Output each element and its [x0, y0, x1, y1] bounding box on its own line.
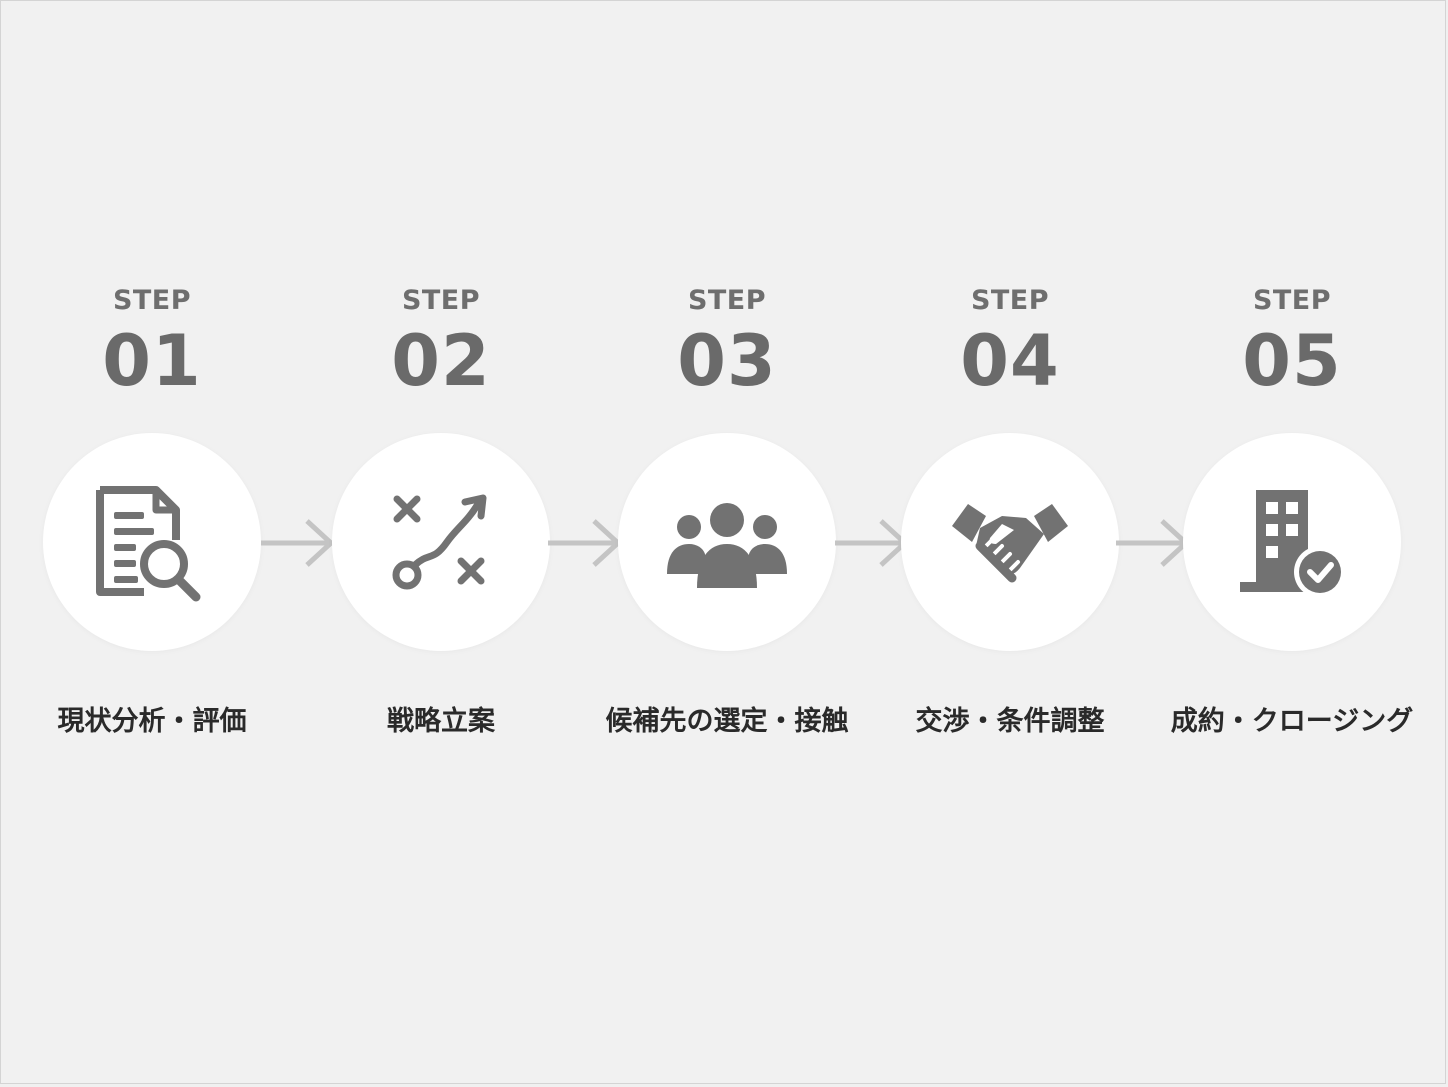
step-label: STEP — [687, 285, 767, 316]
step-02: STEP 02 戦略立案 — [321, 1, 561, 1087]
step-label: STEP — [1252, 285, 1332, 316]
step-label: STEP — [970, 285, 1050, 316]
step-label: STEP — [112, 285, 192, 316]
step-title: 現状分析・評価 — [57, 706, 247, 737]
step-04: STEP 04 交渉・条件調整 — [890, 1, 1130, 1087]
step-title: 候補先の選定・接触 — [605, 706, 849, 737]
step-number: 05 — [1242, 320, 1342, 402]
step-01: STEP 01 現状分析・評価 — [32, 1, 272, 1087]
step-number: 01 — [102, 320, 202, 402]
step-title: 交渉・条件調整 — [915, 706, 1105, 737]
step-icon-circle — [1183, 433, 1401, 651]
step-title: 成約・クロージング — [1170, 706, 1414, 737]
step-05: STEP 05 成約・クロージング — [1171, 1, 1413, 1087]
strategy-play-icon — [392, 494, 487, 590]
step-icon-circle — [332, 433, 550, 651]
document-search-icon — [96, 486, 201, 602]
step-label: STEP — [401, 285, 481, 316]
step-title: 戦略立案 — [387, 706, 495, 737]
step-icon-circle — [901, 433, 1119, 651]
arrow-right-icon — [261, 519, 335, 567]
step-number: 04 — [960, 320, 1060, 402]
step-icon-circle — [618, 433, 836, 651]
step-number: 02 — [391, 320, 491, 402]
step-icon-circle — [43, 433, 261, 651]
step-03: STEP 03 候補先の選定・接触 — [606, 1, 849, 1087]
step-number: 03 — [677, 320, 777, 402]
building-check-icon — [1240, 490, 1346, 598]
group-people-icon — [667, 503, 787, 588]
handshake-icon — [952, 504, 1068, 583]
